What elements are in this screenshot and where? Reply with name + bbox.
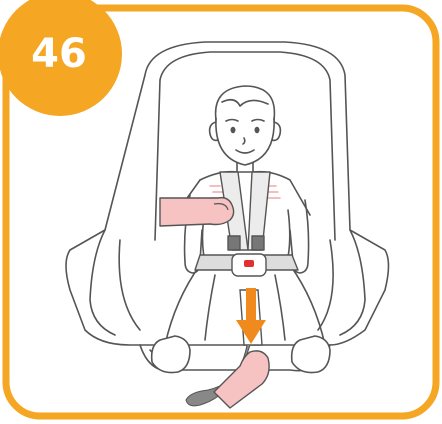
hand-pulling-icon [214, 351, 269, 408]
hand-pressing-icon [160, 198, 234, 226]
step-number: 46 [19, 32, 99, 76]
buckle [232, 254, 266, 276]
buckle-release-button [244, 260, 254, 267]
